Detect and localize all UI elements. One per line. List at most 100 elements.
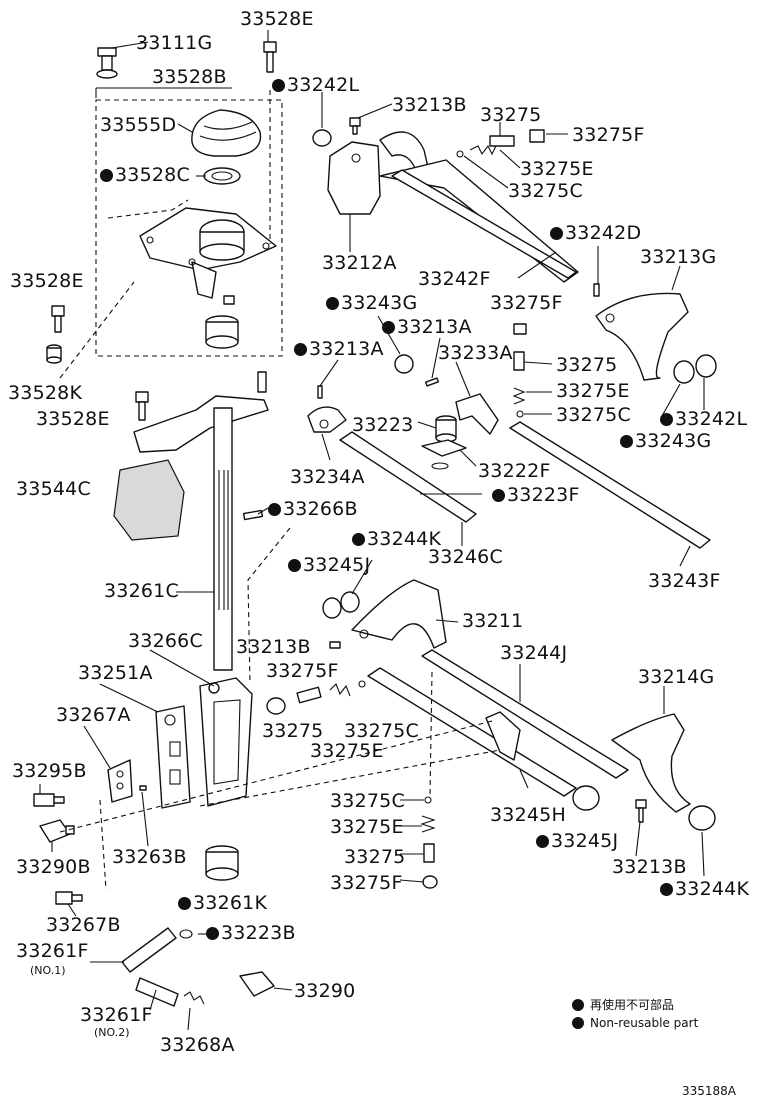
non-reusable-dot xyxy=(100,169,113,182)
roller-33244k-low xyxy=(688,805,716,831)
legend-dot xyxy=(572,999,584,1011)
label-33267a: 33267A xyxy=(56,704,131,726)
label-33290: 33290 xyxy=(294,980,356,1002)
label-33245j-top: 33245J xyxy=(288,554,370,576)
shift-fork-33211 xyxy=(351,579,447,649)
label-33275f-top: 33275F xyxy=(572,124,645,146)
shift-head-33266c xyxy=(199,677,253,807)
pin-33242d xyxy=(593,283,600,297)
pin-33261f-no1 xyxy=(121,927,177,973)
label-33212a: 33212A xyxy=(322,252,397,274)
label-33267b: 33267B xyxy=(46,914,121,936)
fork-shaft-33243f xyxy=(509,421,711,549)
label-33266b: 33266B xyxy=(268,498,358,520)
label-33266c: 33266C xyxy=(128,630,203,652)
label-33233a: 33233A xyxy=(438,342,513,364)
label-33275c-lower: 33275C xyxy=(344,720,419,742)
interlock-33267a xyxy=(107,759,133,803)
label-33275f-mid: 33275F xyxy=(490,292,563,314)
lever-shaft-33261c xyxy=(213,407,233,671)
label-33275-top: 33275 xyxy=(480,104,542,126)
non-reusable-dot xyxy=(294,343,307,356)
label-33275e-col: 33275E xyxy=(330,816,404,838)
label-33275c-col: 33275C xyxy=(330,790,405,812)
non-reusable-dot xyxy=(550,227,563,240)
non-reusable-dot xyxy=(660,413,673,426)
oil-seal xyxy=(203,167,241,185)
switch-33290b xyxy=(39,819,75,843)
label-33528e-bracket: 33528E xyxy=(36,408,110,430)
label-33223b: 33223B xyxy=(206,922,296,944)
label-33275-col: 33275 xyxy=(344,846,406,868)
roller-33245j-low xyxy=(572,785,600,811)
pin-33263b xyxy=(139,785,147,791)
label-33555d: 33555D xyxy=(100,114,177,136)
fork-shaft-33246c xyxy=(339,431,477,523)
non-reusable-dot xyxy=(660,883,673,896)
label-33234a: 33234A xyxy=(290,466,365,488)
legend-en: Non-reusable part xyxy=(572,1016,698,1030)
shift-head-33234a xyxy=(307,406,347,433)
label-no1: (NO.1) xyxy=(30,964,66,977)
label-33275-lower: 33275 xyxy=(262,720,324,742)
label-33275f-lower: 33275F xyxy=(266,660,339,682)
legend-dot xyxy=(572,1017,584,1029)
label-33245j-low: 33245J xyxy=(536,830,618,852)
label-33246c: 33246C xyxy=(428,546,503,568)
switch-33290 xyxy=(239,971,275,997)
collar-33528k xyxy=(46,344,62,364)
shift-fork-33214g xyxy=(611,713,691,813)
fork-shaft-33244j xyxy=(421,649,629,779)
non-reusable-dot xyxy=(268,503,281,516)
label-33243g-top: 33243G xyxy=(326,292,417,314)
shift-fork-33213g xyxy=(595,292,717,384)
diagram-id: 335188A xyxy=(682,1084,737,1098)
pin-33213a-left xyxy=(317,385,323,399)
label-33213b-low: 33213B xyxy=(612,856,687,878)
label-33251a: 33251A xyxy=(78,662,153,684)
bolt-33295b xyxy=(33,793,65,807)
label-33268a: 33268A xyxy=(160,1034,235,1056)
label-33528e-top: 33528E xyxy=(240,8,314,30)
non-reusable-dot xyxy=(326,297,339,310)
bolt-33528e-left xyxy=(51,305,65,333)
shift-fork-33212a xyxy=(327,131,431,215)
label-33222f: 33222F xyxy=(478,460,551,482)
detent-spring-group-mid xyxy=(512,323,527,418)
bolt-33213b-mid xyxy=(329,641,341,649)
rollers-33245j xyxy=(322,591,360,619)
bolt-33528e-top xyxy=(263,41,277,73)
label-33111g: 33111G xyxy=(136,32,213,54)
non-reusable-dot xyxy=(288,559,301,572)
label-33275e-mid: 33275E xyxy=(556,380,630,402)
label-33275f-col: 33275F xyxy=(330,872,403,894)
bolt-33528e-bracket xyxy=(135,391,149,421)
non-reusable-dot xyxy=(352,533,365,546)
label-33243g-right: 33243G xyxy=(620,430,711,452)
label-33261f-no2: 33261F xyxy=(80,1004,153,1026)
pin-33266b xyxy=(242,509,264,521)
label-33275-mid: 33275 xyxy=(556,354,618,376)
non-reusable-dot xyxy=(206,927,219,940)
detent-spring-group-top xyxy=(456,129,545,158)
label-33213a-right: 33213A xyxy=(382,316,472,338)
label-33261c: 33261C xyxy=(104,580,179,602)
non-reusable-dot xyxy=(620,435,633,448)
non-reusable-dot xyxy=(536,835,549,848)
non-reusable-dot xyxy=(492,489,505,502)
label-33544c: 33544C xyxy=(16,478,91,500)
damper-33544c xyxy=(113,459,185,541)
fork-shaft-33242f xyxy=(379,159,579,283)
fork-shaft-33245h xyxy=(367,667,577,797)
label-33295b: 33295B xyxy=(12,760,87,782)
label-33243f: 33243F xyxy=(648,570,721,592)
bolt-33213b-top xyxy=(349,117,361,135)
shift-bracket-33528e xyxy=(133,371,269,453)
label-33261k: 33261K xyxy=(178,892,267,914)
label-33242l-top: 33242L xyxy=(272,74,359,96)
label-33275c-mid: 33275C xyxy=(556,404,631,426)
shift-inner-lever-33251a xyxy=(155,705,191,809)
label-no2: (NO.2) xyxy=(94,1026,130,1039)
label-33213b-mid: 33213B xyxy=(236,636,311,658)
